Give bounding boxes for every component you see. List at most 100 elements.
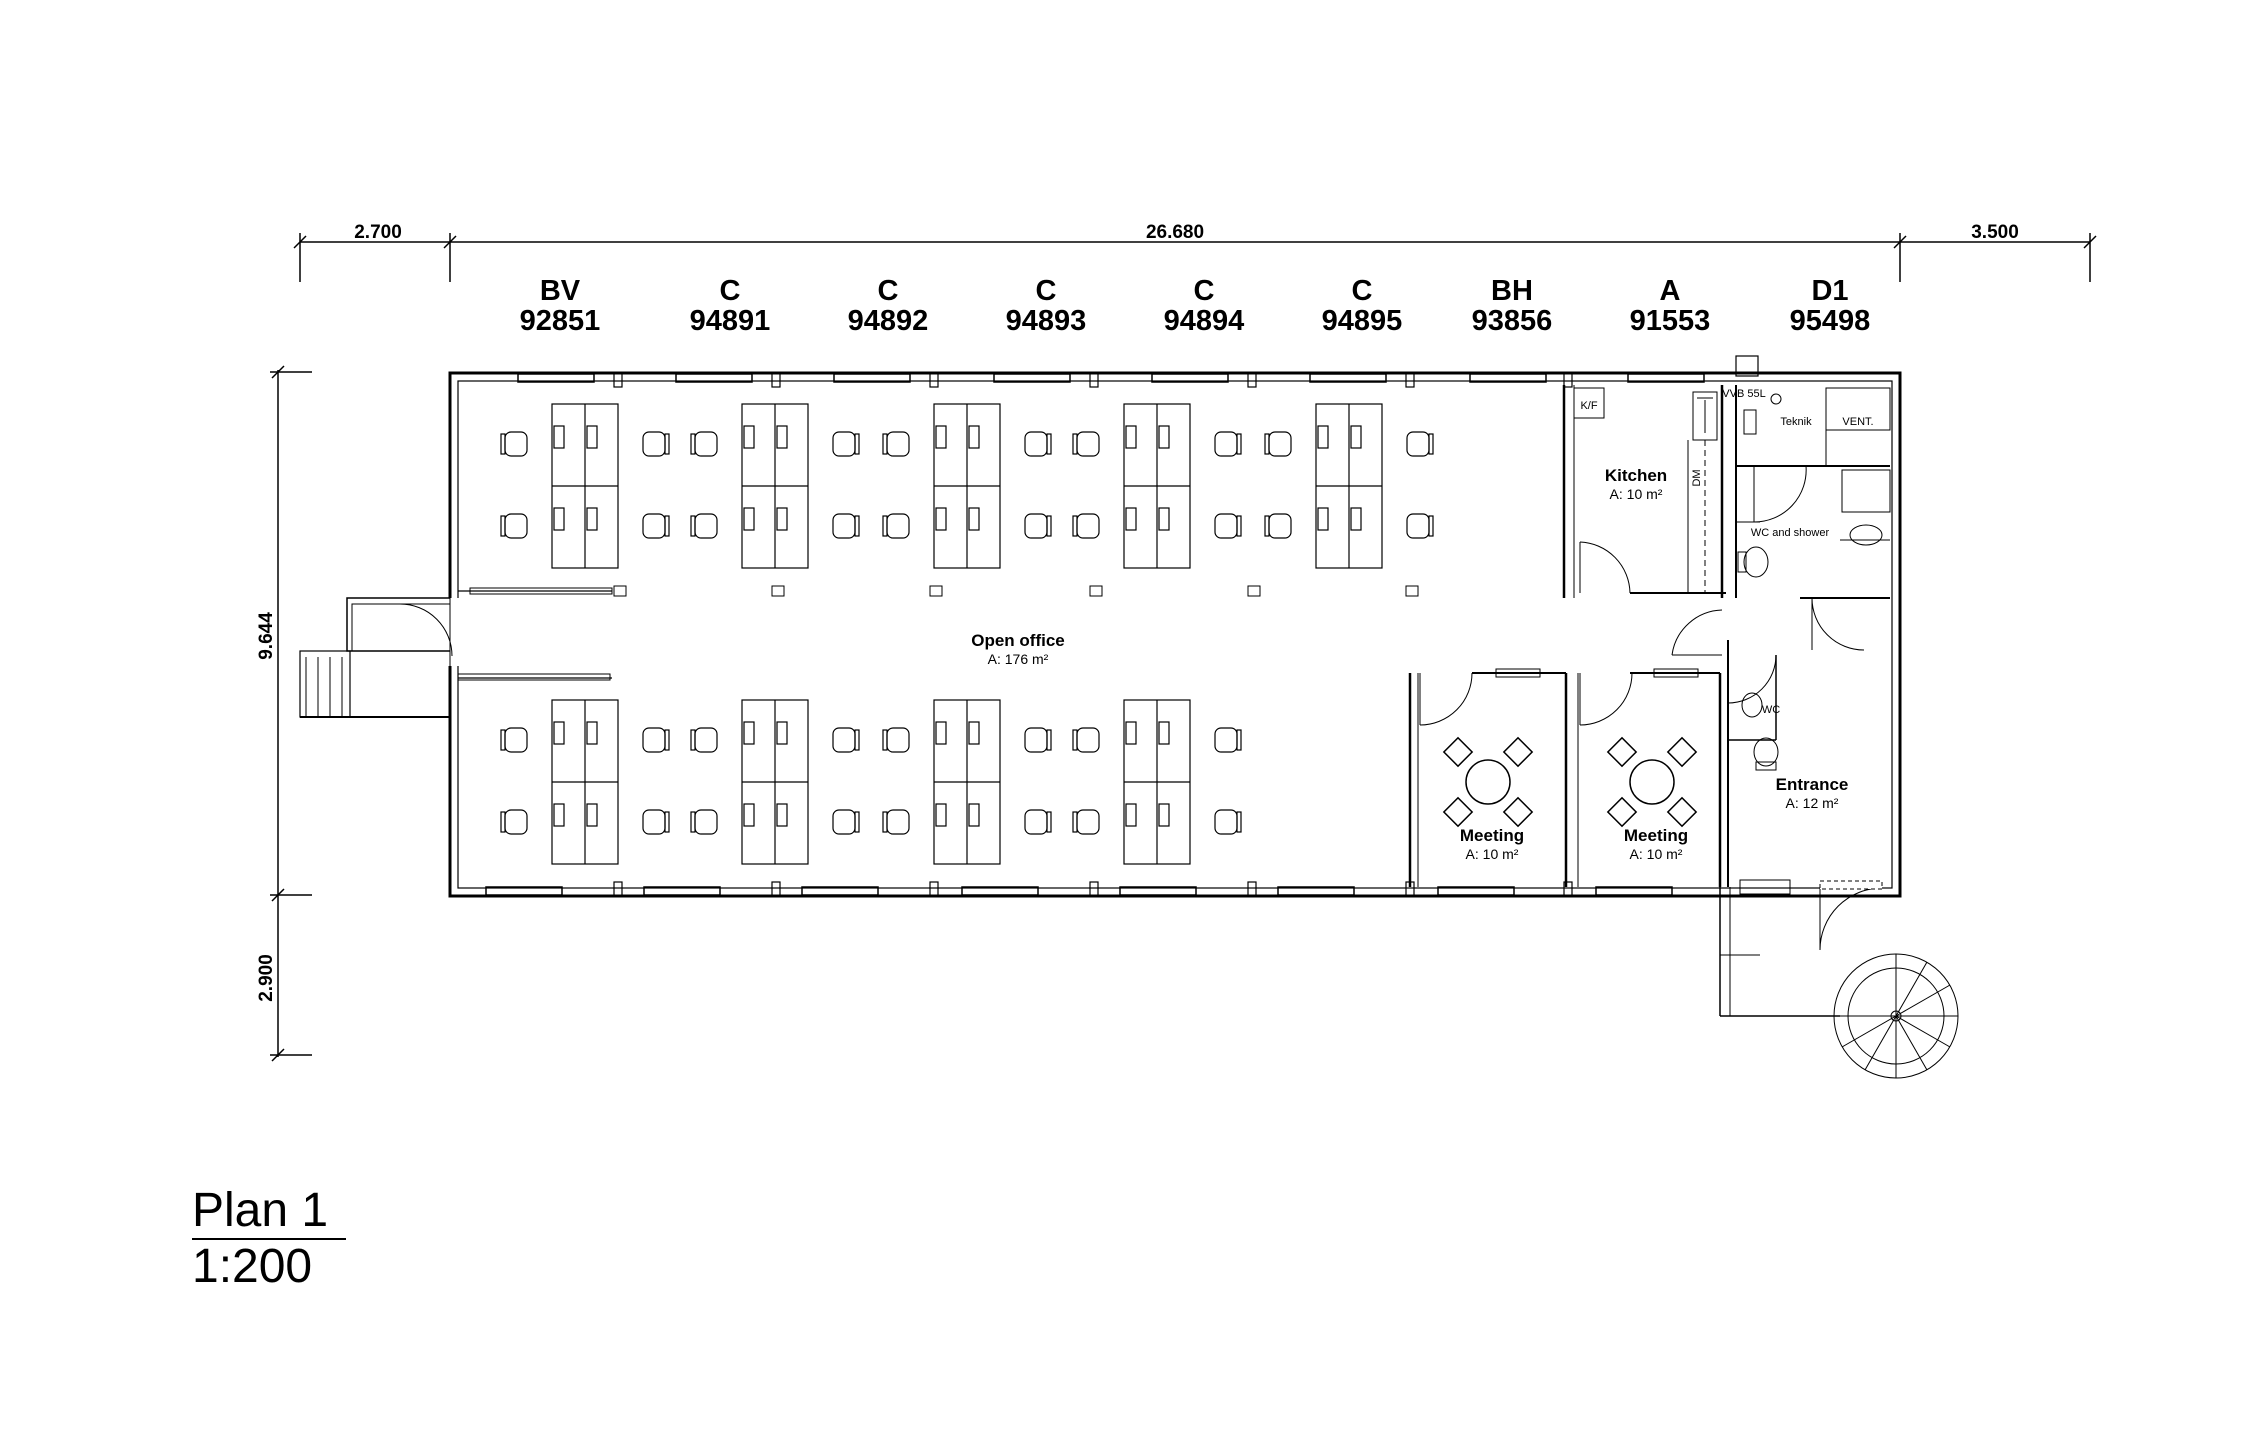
monitor (1317, 507, 1329, 531)
chair-back (1428, 433, 1434, 455)
module-number-label: 94895 (1322, 305, 1403, 337)
label-kf: K/F (1580, 400, 1597, 412)
monitor (553, 425, 565, 449)
chair-back (664, 515, 670, 537)
monitor (968, 721, 980, 745)
module-number-label: 94893 (1006, 305, 1087, 337)
office-chair (1076, 431, 1100, 457)
office-chair (832, 431, 856, 457)
room-name-meeting: Meeting (1624, 826, 1688, 845)
chair-back (1264, 433, 1270, 455)
chair-back (1072, 433, 1078, 455)
module-number-label: 92851 (520, 305, 601, 337)
module-number-label: 93856 (1472, 305, 1553, 337)
module-number-label: 95498 (1790, 305, 1871, 337)
module-number-label: 94892 (848, 305, 929, 337)
monitor (553, 803, 565, 827)
dimension-side-main-label: 9.644 (256, 612, 277, 660)
office-chair (504, 513, 528, 539)
monitor (586, 803, 598, 827)
chair-back (500, 433, 506, 455)
office-chair (1406, 431, 1430, 457)
workstation-clusters (500, 403, 1434, 865)
office-chair (832, 809, 856, 835)
floor-outlets (613, 585, 1419, 597)
label-dm: DM (1691, 469, 1703, 486)
office-chair (694, 431, 718, 457)
monitor (586, 425, 598, 449)
office-chair (642, 513, 666, 539)
chair-back (664, 811, 670, 833)
office-chair (886, 727, 910, 753)
monitor (776, 425, 788, 449)
chair-back (664, 729, 670, 751)
office-chair (694, 727, 718, 753)
chair-back (882, 433, 888, 455)
monitor (586, 507, 598, 531)
office-chair (886, 431, 910, 457)
monitor (935, 507, 947, 531)
chair-back (690, 729, 696, 751)
plan-title-block: Plan 1 1:200 (192, 1186, 352, 1292)
chair-back (1236, 729, 1242, 751)
office-chair (1268, 431, 1292, 457)
chair-back (1046, 433, 1052, 455)
monitor (586, 721, 598, 745)
module-number-label: 94891 (690, 305, 771, 337)
room-name-meeting: Meeting (1460, 826, 1524, 845)
monitor (935, 721, 947, 745)
room-name-kitchen: Kitchen (1605, 466, 1667, 485)
office-chair (694, 513, 718, 539)
monitor (743, 507, 755, 531)
monitor (1125, 721, 1137, 745)
building-walls (299, 355, 1959, 1079)
office-chair (1214, 809, 1238, 835)
office-chair (1076, 727, 1100, 753)
module-type-label: C (1352, 275, 1373, 307)
chair-back (882, 811, 888, 833)
office-chair (1024, 431, 1048, 457)
chair-back (1236, 811, 1242, 833)
room-name-wc: WC (1762, 704, 1780, 716)
chair-back (690, 433, 696, 455)
module-number-label: 94894 (1164, 305, 1245, 337)
monitor (743, 721, 755, 745)
title-divider (192, 1238, 346, 1240)
room-area-meeting: A: 10 m² (1466, 846, 1519, 862)
monitor (1158, 721, 1170, 745)
module-type-label: C (1036, 275, 1057, 307)
room-area-meeting: A: 10 m² (1630, 846, 1683, 862)
monitor (553, 507, 565, 531)
monitor (743, 803, 755, 827)
chair-back (664, 433, 670, 455)
monitor (1317, 425, 1329, 449)
office-chair (1214, 727, 1238, 753)
monitor (968, 803, 980, 827)
office-chair (886, 513, 910, 539)
monitor (1158, 507, 1170, 531)
module-type-label: C (878, 275, 899, 307)
module-type-label: D1 (1811, 275, 1848, 307)
monitor (1158, 803, 1170, 827)
dimension-right-label: 3.500 (1971, 222, 2019, 243)
room-name-wc-shower: WC and shower (1751, 527, 1830, 539)
office-chair (1076, 513, 1100, 539)
chair-back (500, 811, 506, 833)
room-name-open-office: Open office (971, 631, 1065, 650)
monitor (935, 803, 947, 827)
monitor (553, 721, 565, 745)
plan-title: Plan 1 (192, 1184, 329, 1237)
office-chair (1406, 513, 1430, 539)
chair-back (1046, 729, 1052, 751)
dimension-side-lower-label: 2.900 (256, 954, 277, 1002)
chair-back (1072, 811, 1078, 833)
dimension-main-label: 26.680 (1146, 222, 1204, 243)
chair-back (1072, 515, 1078, 537)
module-type-label: BV (540, 275, 581, 307)
dimension-left-label: 2.700 (354, 222, 402, 243)
monitor (1158, 425, 1170, 449)
chair-back (882, 515, 888, 537)
module-number-label: 91553 (1630, 305, 1711, 337)
chair-back (1046, 811, 1052, 833)
